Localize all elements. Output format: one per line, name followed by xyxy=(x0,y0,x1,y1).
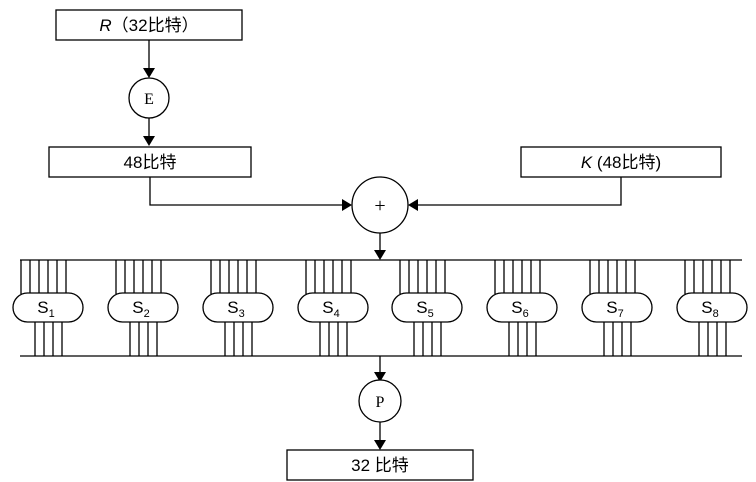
xor-symbol: + xyxy=(374,195,385,217)
sbox-7-body xyxy=(581,292,653,323)
sbox-8: S8 xyxy=(676,260,748,356)
e-to-48-arrowhead xyxy=(143,136,155,146)
sbox-4-body xyxy=(297,292,369,323)
p-to-output-arrowhead xyxy=(374,440,386,450)
output-32bit-box xyxy=(286,449,474,481)
xor-to-bus-arrowhead xyxy=(374,250,386,260)
key-48bit-box xyxy=(520,146,722,178)
permutation-label: P xyxy=(376,394,385,411)
sbox-1-label: S1 xyxy=(37,298,54,320)
key-to-xor-wire xyxy=(418,177,622,206)
sbox-6-body xyxy=(486,292,558,323)
sbox-4-label: S4 xyxy=(322,298,339,320)
expanded-to-xor-wire xyxy=(149,177,342,206)
sbox-7: S7 xyxy=(581,260,653,356)
bus-to-p-arrowhead xyxy=(374,372,386,382)
expanded-to-xor-arrowhead xyxy=(342,199,352,211)
key-to-xor-arrowhead xyxy=(408,199,418,211)
sbox-3-label: S3 xyxy=(227,298,244,320)
sbox-2-body xyxy=(107,292,179,323)
sbox-3-body xyxy=(202,292,274,323)
sbox-4: S4 xyxy=(297,260,369,356)
sbox-6: S6 xyxy=(486,260,558,356)
sbox-1: S1 xyxy=(12,260,84,356)
sbox-2: S2 xyxy=(107,260,179,356)
output-32bit-label: 32 比特 xyxy=(351,456,409,475)
expansion-label: E xyxy=(144,91,154,108)
expanded-48bit-label: 48比特 xyxy=(124,153,177,172)
sbox-6-label: S6 xyxy=(511,298,528,320)
key-48bit-label: K (48比特) xyxy=(581,153,661,172)
sbox-5-body xyxy=(391,292,463,323)
r-input-label: R（32比特） xyxy=(99,16,198,35)
sbox-8-label: S8 xyxy=(701,298,718,320)
sbox-7-label: S7 xyxy=(606,298,623,320)
sbox-5-label: S5 xyxy=(416,298,433,320)
sbox-1-body xyxy=(12,292,84,323)
sbox-row: S1 S2 S3 S4 S5 S6 S7 S8 xyxy=(12,260,748,356)
r-input-box xyxy=(55,9,243,41)
sbox-2-label: S2 xyxy=(132,298,149,320)
sbox-5: S5 xyxy=(391,260,463,356)
sbox-3: S3 xyxy=(202,260,274,356)
sbox-8-body xyxy=(676,292,748,323)
r-to-e-arrowhead xyxy=(143,68,155,78)
